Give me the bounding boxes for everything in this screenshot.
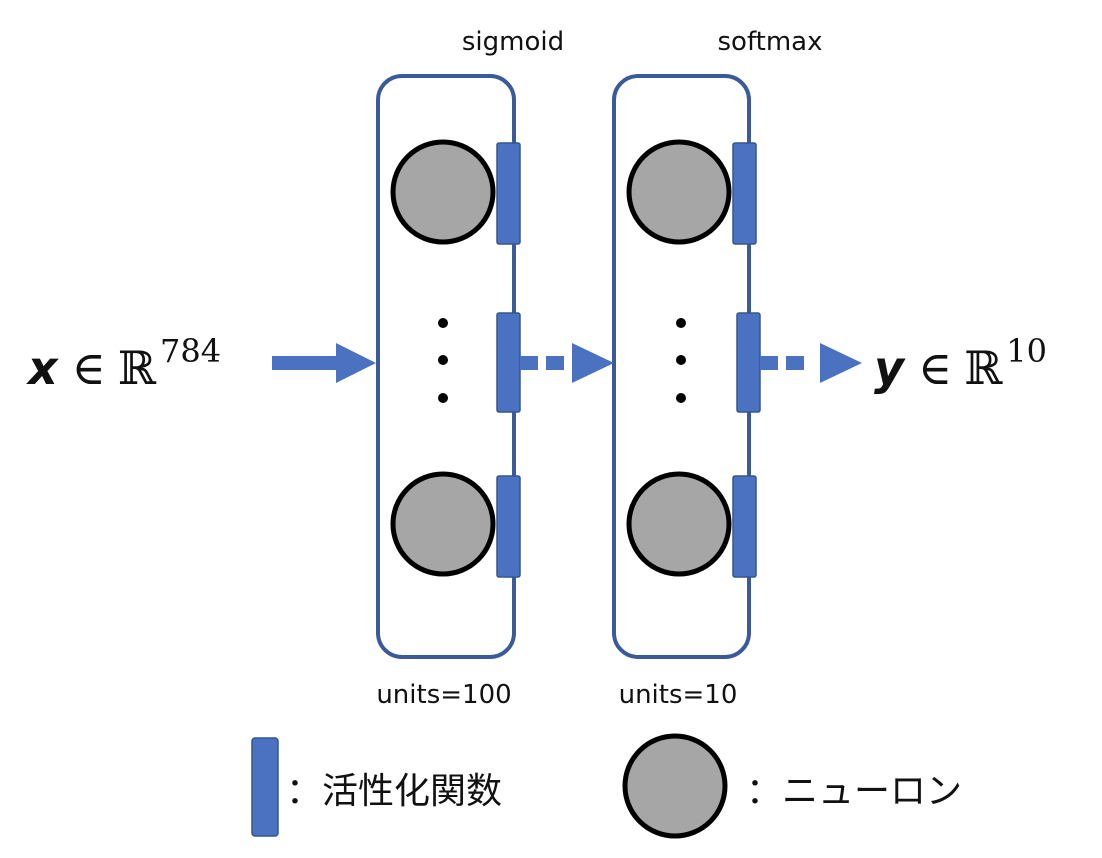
layer2	[612, 74, 761, 659]
legend-neuron-label: ：ニューロン	[746, 771, 962, 812]
input-space: ℝ	[118, 341, 157, 395]
layer2-activation-top	[732, 142, 757, 245]
legend: ：活性化関数 ：ニューロン	[251, 733, 962, 839]
layer2-ellipsis-dot	[676, 355, 686, 365]
output-in-symbol: ∈	[918, 341, 952, 395]
layer1-activation-bottom	[496, 475, 521, 578]
layer2-activation-label: softmax	[718, 27, 823, 57]
hidden-to-output-arrow	[520, 343, 614, 383]
output-var: y	[874, 341, 906, 395]
legend-neuron-swatch	[622, 733, 728, 839]
output-label: y ∈ ℝ 10	[874, 332, 1047, 395]
layer1-ellipsis-dot	[438, 393, 448, 403]
layer1	[376, 74, 521, 659]
legend-activation-swatch	[251, 737, 279, 837]
layer1-activation-mid	[496, 312, 521, 413]
input-arrow	[272, 343, 376, 383]
layer2-activation-mid	[736, 312, 761, 413]
layer2-neuron-top	[626, 139, 732, 245]
layer2-ellipsis-dot	[676, 318, 686, 328]
input-dim: 784	[160, 332, 221, 370]
layer2-ellipsis-dot	[676, 393, 686, 403]
legend-activation-label: ：活性化関数	[286, 771, 502, 812]
input-label: x ∈ ℝ 784	[26, 332, 221, 395]
layer2-activation-bottom	[732, 475, 757, 578]
layer1-ellipsis-dot	[438, 318, 448, 328]
output-dim: 10	[1006, 332, 1047, 370]
layer1-ellipsis-dot	[438, 355, 448, 365]
layer1-activation-label: sigmoid	[462, 27, 564, 57]
layer1-neuron-top	[390, 139, 496, 245]
input-var: x	[26, 341, 59, 395]
output-space: ℝ	[964, 341, 1003, 395]
layer1-neuron-bottom	[390, 471, 496, 577]
output-arrow	[760, 343, 862, 383]
layer1-units-label: units=100	[376, 680, 511, 710]
layer1-activation-top	[496, 142, 521, 245]
layer2-neuron-bottom	[626, 471, 732, 577]
layer2-units-label: units=10	[619, 680, 738, 710]
input-in-symbol: ∈	[72, 341, 106, 395]
